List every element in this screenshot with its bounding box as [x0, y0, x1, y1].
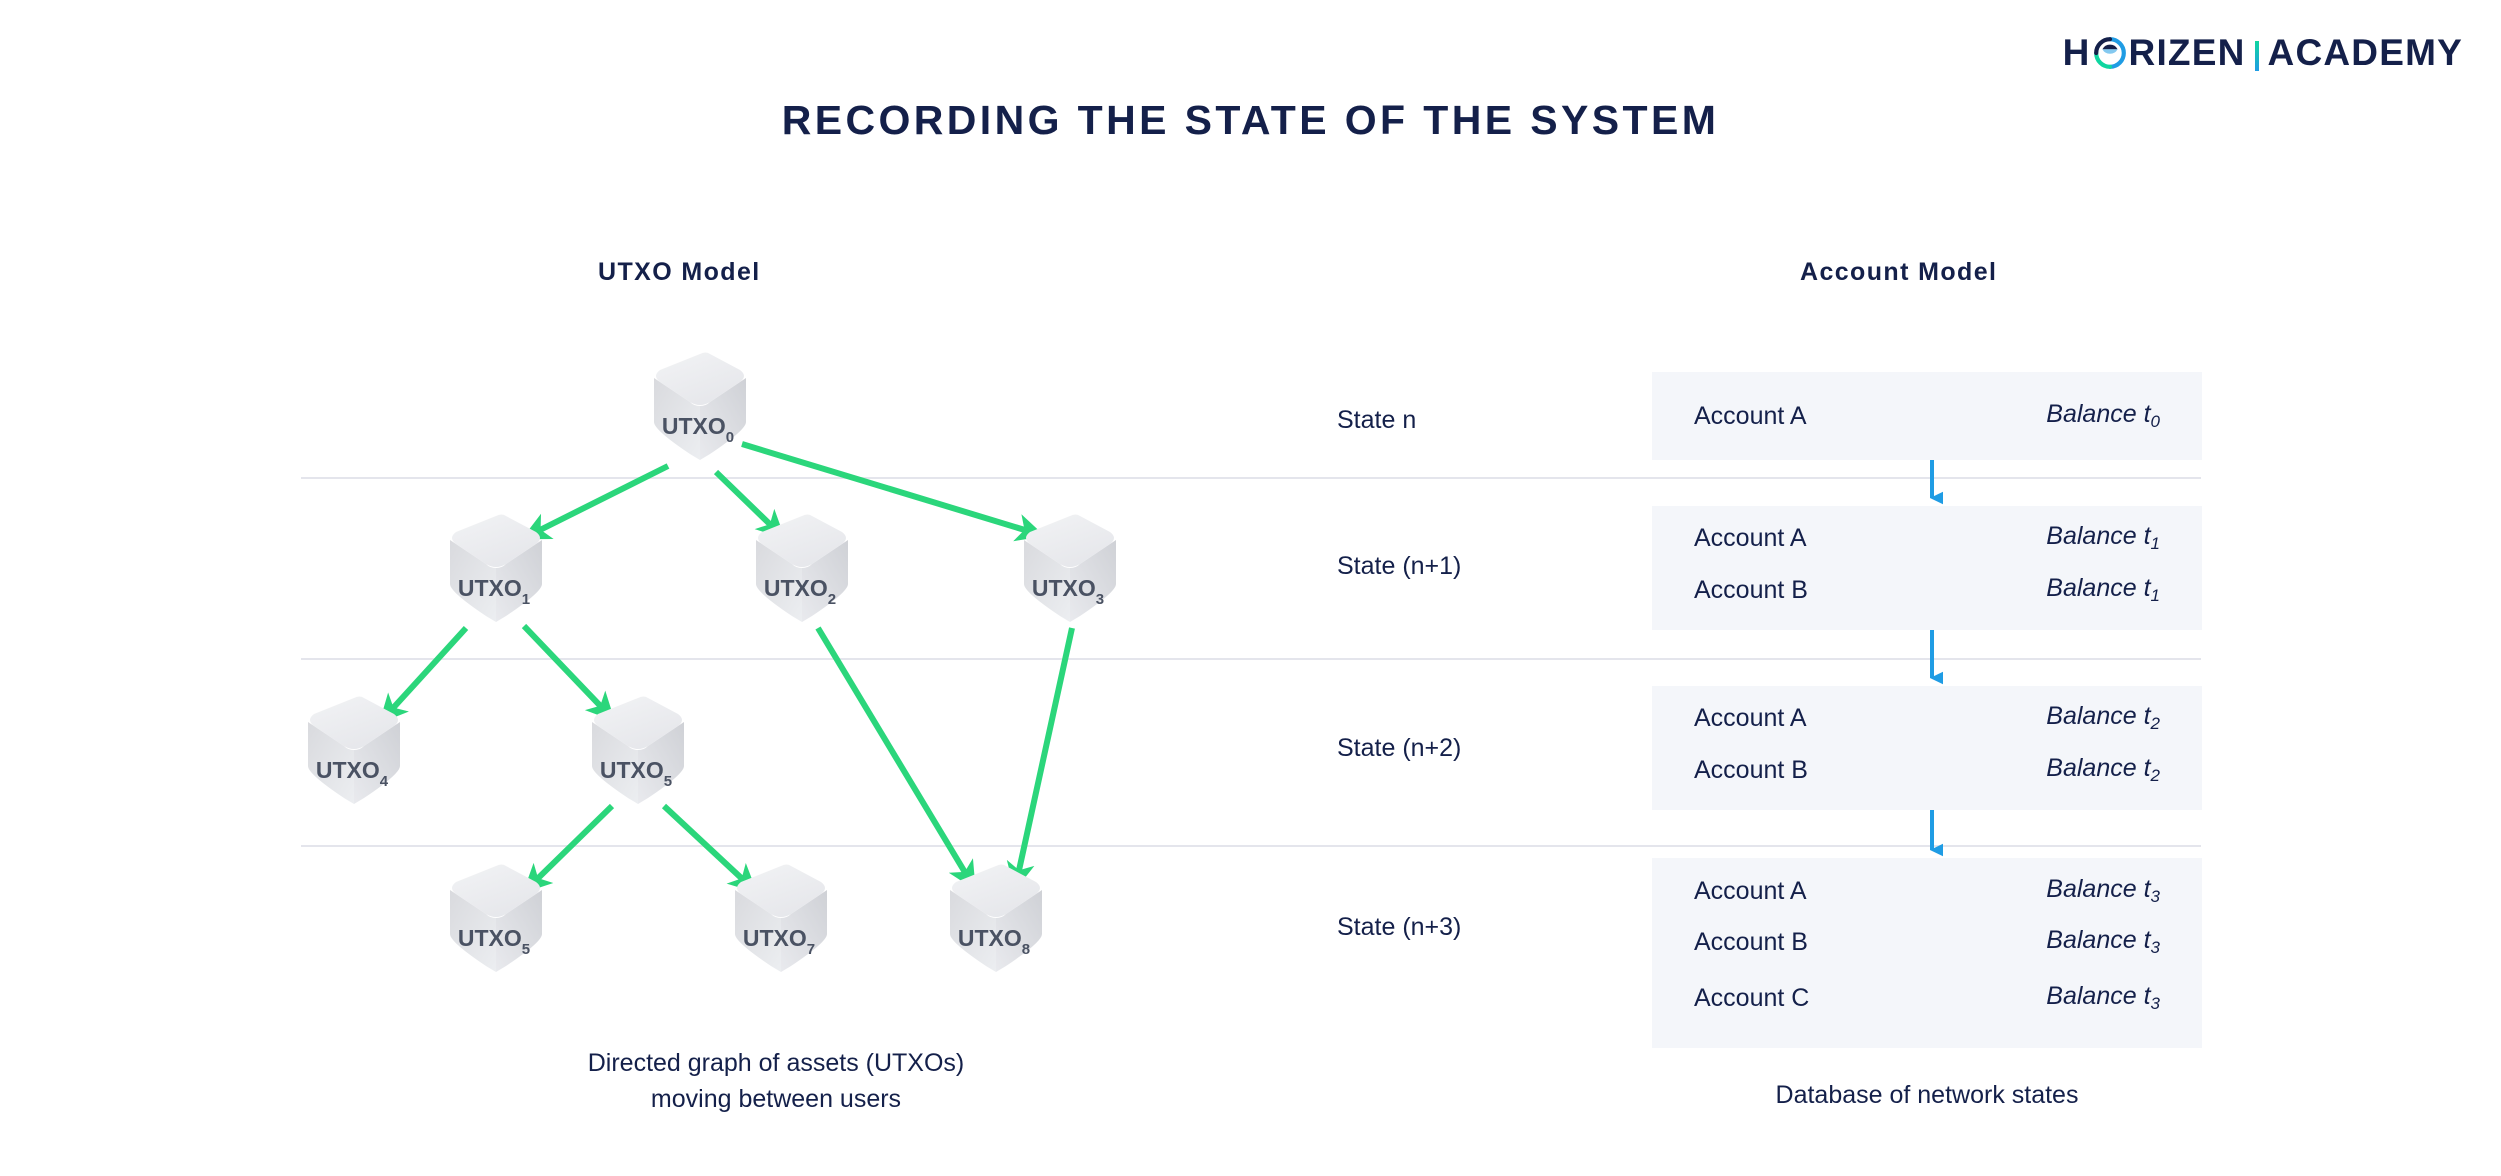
- account-name: Account A: [1694, 401, 1807, 430]
- utxo-node-1: UTXO1: [450, 514, 542, 622]
- cube-right-face: [496, 540, 542, 622]
- state-label-3: State (n+3): [1337, 913, 1462, 941]
- account-name: Account A: [1694, 876, 1807, 905]
- account-state-block-3: Account A Balance t3 Account B Balance t…: [1652, 858, 2202, 1048]
- horizen-circle-icon: [2093, 36, 2127, 70]
- account-balance: Balance t1: [2046, 522, 2160, 553]
- cube-right-face: [802, 540, 848, 622]
- edge-utxo1-utxo5: [521, 623, 615, 722]
- table-row: Account A Balance t0: [1652, 372, 2202, 460]
- account-balance: Balance t3: [2046, 875, 2160, 906]
- utxo-node-7: UTXO7: [735, 864, 827, 972]
- cube-right-face: [996, 890, 1042, 972]
- account-name: Account A: [1694, 523, 1807, 552]
- cube-top-face: [452, 864, 540, 917]
- cube-right-face: [496, 890, 542, 972]
- utxo-caption-line-1: Directed graph of assets (UTXOs): [587, 1049, 965, 1077]
- cube-top-face: [952, 864, 1040, 917]
- account-state-block-1: Account A Balance t1 Account B Balance t…: [1652, 506, 2202, 630]
- cube-right-face: [638, 722, 684, 804]
- edge-utxo0-utxo1: [521, 463, 670, 540]
- utxo-node-4: UTXO4: [308, 696, 400, 804]
- table-row: Account B Balance t1: [1652, 562, 2202, 618]
- edge-utxo2-utxo8: [815, 626, 976, 891]
- account-name: Account B: [1694, 927, 1808, 956]
- account-model-heading: Account Model: [1800, 258, 1998, 286]
- state-divider-2: [301, 658, 2201, 660]
- cube-left-face: [450, 890, 496, 972]
- cube-top-face: [594, 696, 682, 749]
- utxo-node-3: UTXO3: [1024, 514, 1116, 622]
- cube-top-face: [656, 352, 744, 405]
- cube-right-face: [781, 890, 827, 972]
- cube-left-face: [450, 540, 496, 622]
- cube-left-face: [756, 540, 802, 622]
- cube-right-face: [700, 378, 746, 460]
- cube-left-face: [1024, 540, 1070, 622]
- state-label-1: State (n+1): [1337, 552, 1462, 580]
- edge-utxo0-utxo3: [741, 441, 1045, 542]
- edge-utxo0-utxo2: [713, 469, 786, 540]
- state-divider-1: [301, 477, 2201, 479]
- table-row: Account A Balance t3: [1652, 858, 2202, 914]
- table-row: Account B Balance t2: [1652, 742, 2202, 798]
- account-name: Account A: [1694, 703, 1807, 732]
- state-label-0: State n: [1337, 406, 1417, 434]
- utxo-node-0: UTXO0: [654, 352, 746, 460]
- cube-left-face: [654, 378, 700, 460]
- cube-right-face: [1070, 540, 1116, 622]
- account-balance: Balance t2: [2046, 702, 2160, 733]
- account-model-caption: Database of network states: [1775, 1081, 2079, 1109]
- cube-top-face: [1026, 514, 1114, 567]
- utxo-node-2: UTXO2: [756, 514, 848, 622]
- table-row: Account A Balance t2: [1652, 686, 2202, 742]
- utxo-node-8: UTXO8: [950, 864, 1042, 972]
- edge-utxo5-utxo7: [661, 803, 758, 893]
- table-row: Account A Balance t1: [1652, 506, 2202, 562]
- edge-utxo5-utxo6: [522, 803, 615, 894]
- utxo-model-heading: UTXO Model: [598, 258, 761, 286]
- cube-right-face: [354, 722, 400, 804]
- cube-left-face: [308, 722, 354, 804]
- account-name: Account B: [1694, 575, 1808, 604]
- account-balance: Balance t2: [2046, 754, 2160, 785]
- table-row: Account B Balance t3: [1652, 914, 2202, 970]
- utxo-node-5: UTXO5: [592, 696, 684, 804]
- account-name: Account B: [1694, 755, 1808, 784]
- account-balance: Balance t0: [2046, 400, 2160, 431]
- account-name: Account C: [1694, 983, 1810, 1012]
- account-balance: Balance t1: [2046, 574, 2160, 605]
- account-state-block-0: Account A Balance t0: [1652, 372, 2202, 460]
- state-transition-arrow-2: [1930, 810, 1943, 859]
- cube-left-face: [592, 722, 638, 804]
- utxo-model-caption: Directed graph of assets (UTXOs) moving …: [376, 1046, 1176, 1117]
- logo-text-academy: ACADEMY: [2267, 32, 2463, 73]
- cube-left-face: [735, 890, 781, 972]
- state-transition-arrow-0: [1930, 460, 1943, 507]
- account-state-block-2: Account A Balance t2 Account B Balance t…: [1652, 686, 2202, 810]
- account-balance: Balance t3: [2046, 982, 2160, 1013]
- edge-utxo3-utxo8: [1006, 627, 1075, 892]
- state-divider-3: [301, 845, 2201, 847]
- utxo-caption-line-2: moving between users: [650, 1084, 902, 1113]
- cube-top-face: [310, 696, 398, 749]
- cube-top-face: [452, 514, 540, 567]
- cube-top-face: [737, 864, 825, 917]
- page-title: RECORDING THE STATE OF THE SYSTEM: [781, 97, 1720, 143]
- cube-left-face: [950, 890, 996, 972]
- table-row: Account C Balance t3: [1652, 970, 2202, 1026]
- logo-divider: [2254, 41, 2259, 72]
- edge-utxo1-utxo4: [379, 625, 469, 724]
- account-balance: Balance t3: [2046, 926, 2160, 957]
- utxo-node-5: UTXO5: [450, 864, 542, 972]
- state-transition-arrow-1: [1930, 630, 1943, 687]
- state-label-2: State (n+2): [1337, 734, 1462, 762]
- cube-top-face: [758, 514, 846, 567]
